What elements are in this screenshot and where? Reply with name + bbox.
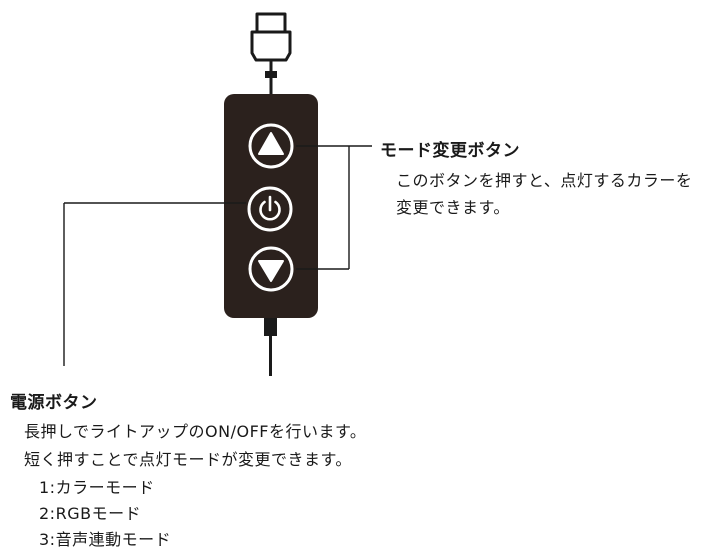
power-icon [259,195,281,221]
triangle-up-icon [258,132,284,155]
power-button-desc-line2: 短く押すことで点灯モードが変更できます。 [24,450,352,469]
mode-button-desc-line2: 変更できます。 [396,198,510,217]
mode-button-desc-line1: このボタンを押すと、点灯するカラーを [396,171,693,190]
power-button-desc-line1: 長押しでライトアップのON/OFFを行います。 [24,422,367,441]
mode-button-title: モード変更ボタン [380,141,520,161]
mode-down-button[interactable] [248,246,294,292]
lower-cable-relief [264,318,277,336]
mode-up-button[interactable] [248,123,294,169]
mode-button-callout [296,145,372,270]
power-button-title: 電源ボタン [10,393,98,413]
mode-list-item: 1:カラーモード [39,478,155,497]
power-button-callout [63,202,246,366]
up-button-ring [248,123,294,169]
triangle-down-icon [258,260,284,282]
mode-list-item: 3:音声連動モード [39,530,172,549]
down-button-ring [248,246,294,292]
power-button-ring [247,186,293,232]
usb-connector-icon [250,12,292,72]
mode-list-item: 2:RGBモード [39,504,142,523]
power-button[interactable] [247,186,293,232]
cable-strain-relief [265,71,277,78]
